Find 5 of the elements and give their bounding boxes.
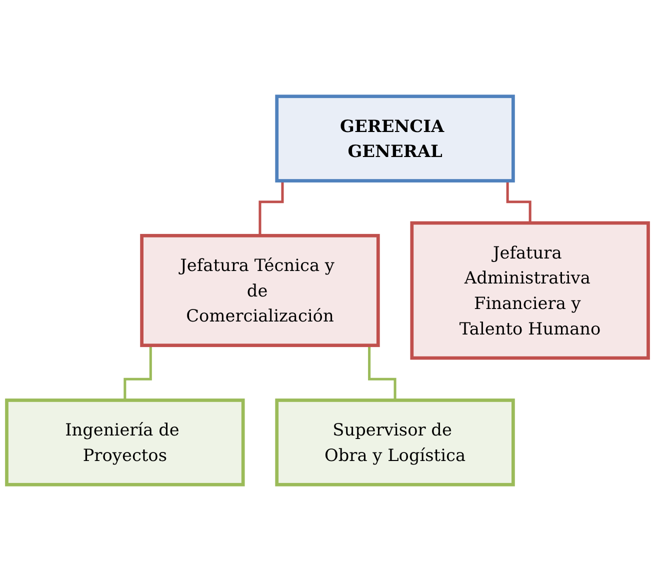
node-box: Jefatura Administrativa Financiera y Talento Humano xyxy=(410,221,650,360)
node-box: Supervisor de Obra y Logística xyxy=(275,398,515,486)
node-box: Jefatura Técnica y de Comercialización xyxy=(140,234,380,348)
node-box: Ingeniería de Proyectos xyxy=(5,398,245,486)
node-box: GERENCIA GENERAL xyxy=(275,94,515,182)
